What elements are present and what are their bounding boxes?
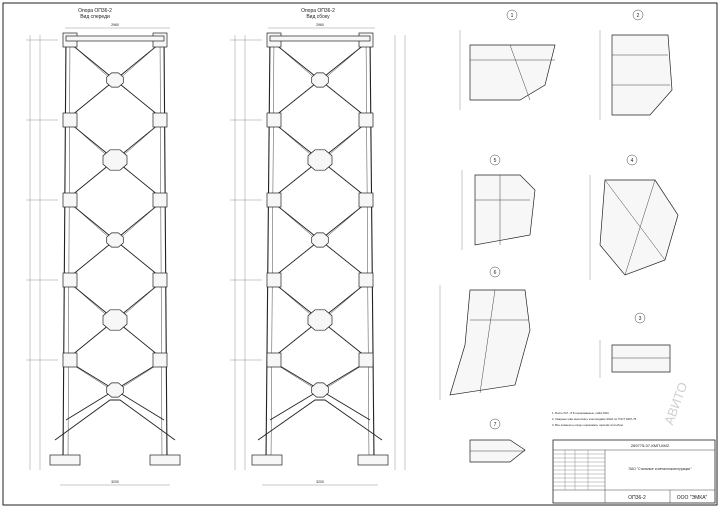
detail-1-number: 1 — [511, 13, 514, 19]
detail-6-number: 6 — [494, 270, 497, 276]
watermark: АВИТО — [661, 380, 690, 427]
front-top-dimension: 2960 — [111, 23, 119, 27]
side-view: Опора ОП36-2 Вид сбоку 2960 3200 — [230, 8, 406, 486]
detail-2-number: 2 — [637, 13, 640, 19]
detail-1: 1 — [459, 9, 556, 110]
detail-4-number: 4 — [631, 158, 634, 164]
detail-7-number: 7 — [494, 422, 497, 428]
front-base-dimension: 3200 — [111, 480, 119, 484]
side-base-dimension: 3200 — [316, 480, 324, 484]
general-notes: 1. Болты М7 - 8.8 оцинкованные, гайки М2… — [552, 411, 637, 427]
detail-5-number: 5 — [494, 158, 497, 164]
side-view-title-2: Вид сбоку — [306, 14, 330, 20]
front-view-title-2: Вид спереди — [80, 14, 110, 20]
detail-2: 2 — [599, 9, 673, 120]
detail-7: 7 — [469, 418, 526, 463]
detail-6: 6 — [439, 266, 531, 400]
side-top-dimension: 2960 — [316, 23, 324, 27]
title-block: 289775-07-КМП-КМ2 ПАО "Стальные и металл… — [552, 439, 716, 504]
document-code: 289775-07-КМП-КМ2 — [631, 443, 670, 448]
note-line-1: 1. Болты М7 - 8.8 оцинкованные, гайки М2… — [552, 411, 610, 415]
front-view: Опора ОП36-2 Вид спереди 2960 3200 — [26, 8, 181, 486]
organization-name: ПАО "Стальные и металлоконструкции" — [629, 467, 693, 471]
sheet-frame — [2, 2, 718, 506]
note-line-3: 3. Все элементы опоры оцинковать горячим… — [552, 423, 624, 427]
drawing-mark: ОП36-2 — [628, 495, 646, 501]
note-line-2: 2. Сварные швы выполнять электродами Э42… — [552, 417, 637, 421]
detail-3: 3 — [599, 312, 671, 378]
side-view-title-1: Опора ОП36-2 — [301, 8, 335, 14]
front-view-title-1: Опора ОП36-2 — [78, 8, 112, 14]
detail-4: 4 — [589, 154, 679, 280]
detail-3-number: 3 — [639, 316, 642, 322]
detail-5: 5 — [461, 154, 536, 250]
company-name: ООО "ЭМКА" — [677, 495, 708, 501]
